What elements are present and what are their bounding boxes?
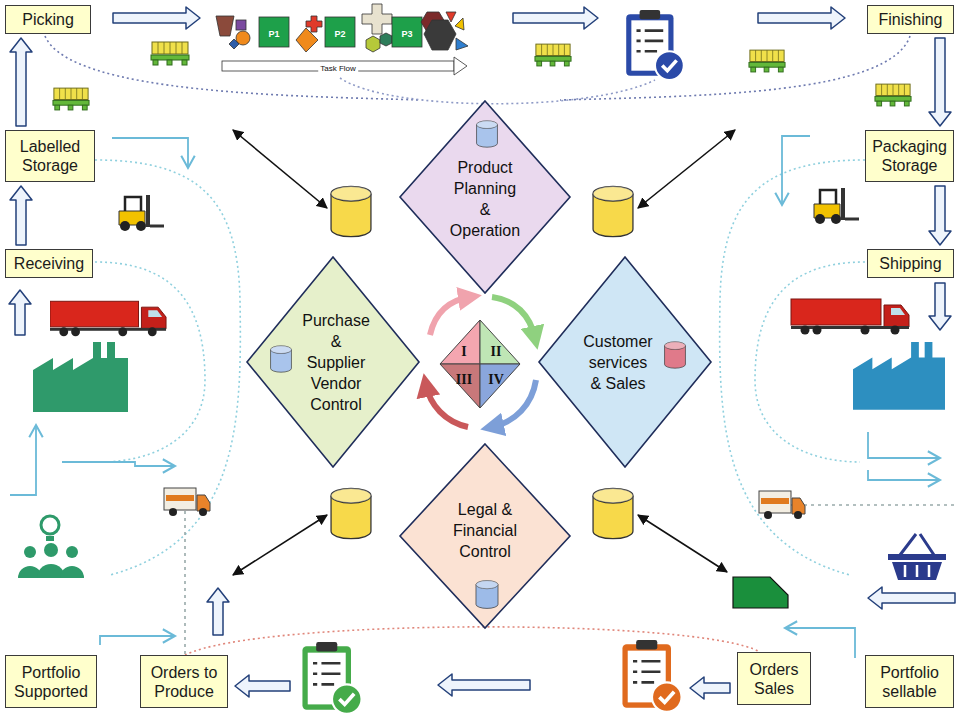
- storage-box: Labelled Storage: [5, 130, 95, 182]
- node-text: Picking: [22, 10, 74, 29]
- flow-caption: Task Flow: [318, 64, 358, 73]
- label-holder: P3: [401, 23, 412, 41]
- quadrant-number: III: [456, 372, 472, 387]
- flow-arrow: [929, 38, 951, 126]
- people-icon: [18, 516, 84, 578]
- node-text: Finishing: [878, 10, 942, 29]
- cycle-arrows: [426, 297, 536, 427]
- label-holder: Task Flow: [318, 57, 358, 75]
- tag-icon: [733, 577, 788, 608]
- block-arrows: [9, 7, 955, 699]
- flow-arrow: [10, 38, 32, 126]
- label-holder: III: [456, 370, 472, 388]
- clipboards: [302, 10, 683, 714]
- node-text: Orders to Produce: [145, 663, 223, 701]
- portfolio-box: Portfolio sellable: [865, 655, 954, 708]
- label-holder: I: [461, 342, 466, 360]
- process-step-label: P2: [334, 29, 345, 39]
- diamond-shape: [539, 257, 711, 467]
- diamond-shape: [247, 257, 419, 467]
- node-text: Shipping: [879, 254, 941, 273]
- dotted-flow-lines: [45, 36, 955, 655]
- label-holder: IV: [488, 370, 504, 388]
- label-holder: P2: [334, 23, 345, 41]
- node-text: Receiving: [14, 254, 84, 273]
- label-holder: P1: [268, 23, 279, 41]
- department-diamond: Legal & Financial Control: [399, 443, 571, 629]
- process-step-label: P3: [401, 29, 412, 39]
- node-text: Product Planning & Operation: [450, 157, 520, 241]
- process-step-label: P1: [268, 29, 279, 39]
- process-box: Shipping: [867, 249, 954, 278]
- small-database-cylinders: [271, 121, 686, 609]
- node-text: Labelled Storage: [10, 137, 90, 175]
- cycle-quadrant: [440, 320, 520, 408]
- order-box: Orders to Produce: [140, 655, 228, 708]
- double-arrows: [233, 130, 735, 575]
- diamond-shape: [400, 101, 570, 293]
- flow-arrow: [929, 186, 951, 245]
- process-box: Finishing: [867, 5, 954, 34]
- department-diamond: Product Planning & Operation: [399, 100, 571, 294]
- portfolio-box: Portfolio Supported: [5, 655, 97, 708]
- flow-arrow: [10, 186, 32, 245]
- process-box: Receiving: [5, 249, 93, 278]
- node-text: Portfolio Supported: [10, 663, 92, 701]
- node-text: Portfolio sellable: [870, 663, 949, 701]
- department-diamond: Customer services & Sales: [538, 256, 712, 468]
- pallets: [53, 42, 911, 110]
- node-text: Packaging Storage: [870, 137, 949, 175]
- quadrant-number: IV: [488, 372, 504, 387]
- department-diamond: Purchase & Supplier Vendor Control: [246, 256, 420, 468]
- quadrant-number: I: [461, 344, 466, 359]
- label-holder: II: [491, 342, 502, 360]
- storage-box: Packaging Storage: [865, 130, 954, 182]
- process-box: Picking: [5, 5, 91, 34]
- diamond-shape: [400, 444, 570, 628]
- node-text: Orders Sales: [742, 660, 806, 698]
- quadrant-number: II: [491, 344, 502, 359]
- task-flow-illustration: [216, 4, 468, 75]
- node-text: Purchase & Supplier Vendor Control: [302, 310, 370, 415]
- node-text: Customer services & Sales: [583, 331, 652, 394]
- factories: [33, 342, 945, 412]
- node-text: Legal & Financial Control: [453, 499, 517, 562]
- basket-icon: [888, 534, 946, 580]
- order-box: Orders Sales: [737, 652, 811, 705]
